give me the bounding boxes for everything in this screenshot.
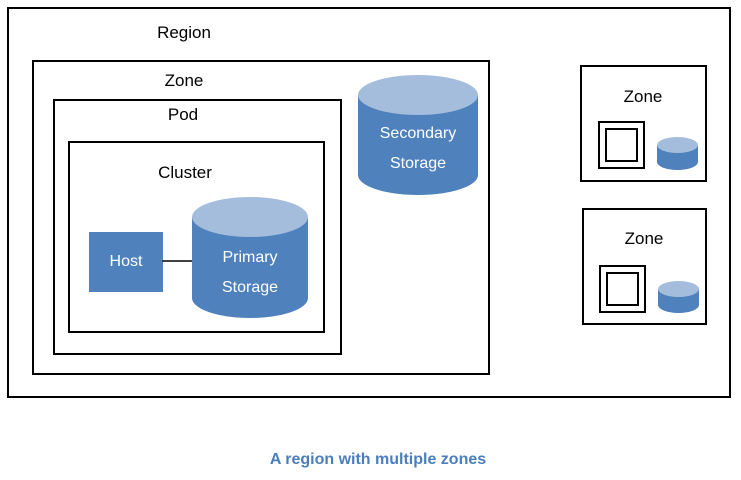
- pod-label: Pod: [167, 105, 199, 124]
- diagram-caption: A region with multiple zones: [269, 451, 487, 468]
- right-zone-top-label: Zone: [623, 87, 663, 106]
- storage-cylinder-icon: [658, 281, 699, 313]
- region-label: Region: [157, 23, 211, 42]
- right-zone-top-box: [580, 65, 707, 182]
- cluster-label: Cluster: [158, 163, 212, 182]
- cluster-box: [68, 141, 325, 333]
- main-zone-label: Zone: [164, 71, 204, 90]
- host-label: Host: [109, 253, 143, 270]
- secondary-storage-label: Secondary Storage: [379, 125, 457, 172]
- pod-box: [53, 99, 342, 355]
- right-zone-bottom-box: [582, 208, 707, 325]
- host-storage-connector: [162, 260, 193, 262]
- right-zone-bottom-cylinder: [658, 281, 699, 313]
- inner-square: [606, 272, 639, 306]
- region-box: [7, 7, 731, 398]
- primary-storage-label: Primary Storage: [221, 249, 279, 296]
- nested-squares-icon: [598, 121, 645, 169]
- inner-square: [605, 128, 638, 162]
- storage-cylinder-icon: [657, 137, 698, 170]
- host-box: Host: [89, 232, 163, 292]
- right-zone-bottom-label: Zone: [624, 229, 664, 248]
- right-zone-top-cylinder: [657, 137, 698, 170]
- storage-cylinder-icon: [192, 197, 308, 318]
- storage-cylinder-icon: [358, 75, 478, 195]
- nested-squares-icon: [599, 265, 646, 313]
- primary-storage-cylinder: Primary Storage: [192, 197, 308, 318]
- main-zone-box: [32, 60, 490, 375]
- secondary-storage-cylinder: Secondary Storage: [358, 75, 478, 195]
